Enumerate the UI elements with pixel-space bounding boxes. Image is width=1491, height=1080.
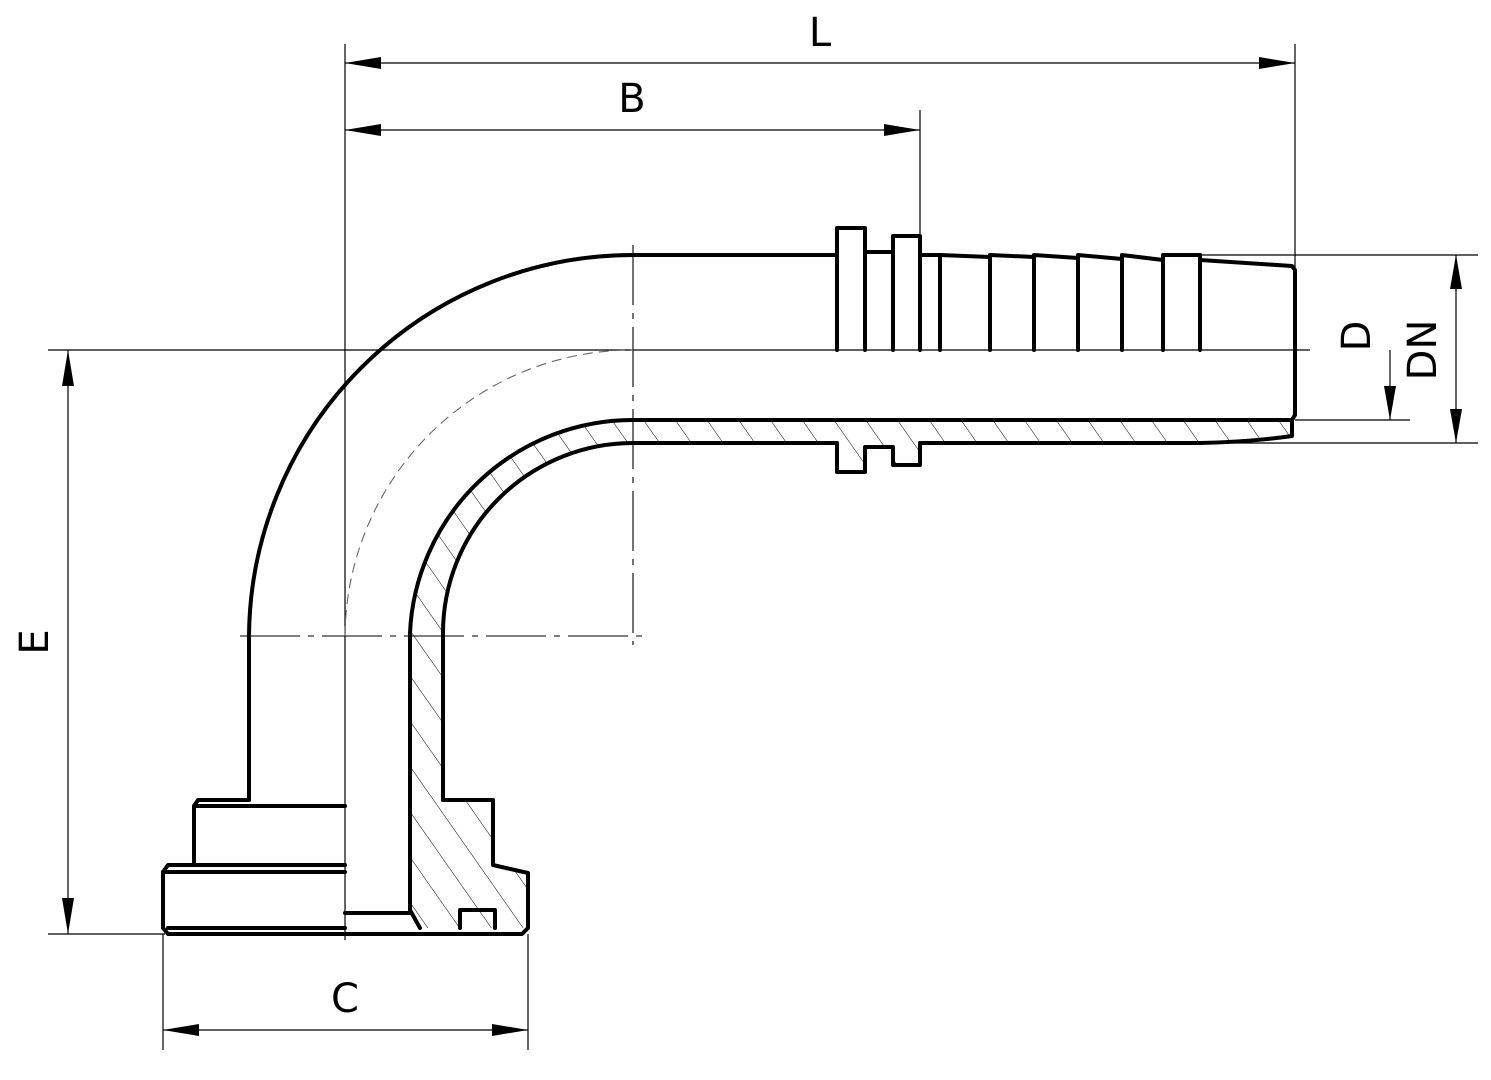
bend-centerline-arc [344,349,634,637]
flange-left-outline [161,798,347,936]
arrow-head [345,57,381,69]
flange-chamfer [408,908,422,930]
dimension-b: B [345,76,921,244]
inner-wall-contour [441,441,839,802]
arrow-head [345,124,381,136]
label-e: E [12,629,58,654]
dimension-d-dn: D DN [1200,254,1478,444]
arrow-head [62,898,74,934]
dimension-e: E [12,349,1310,935]
arrow-head [163,1024,199,1036]
section-hatching [410,419,1292,928]
o-ring-groove [458,908,497,930]
label-c: C [331,976,359,1022]
dimension-l: L [344,10,1296,940]
fitting-outline [161,226,1297,936]
label-d: D [1334,321,1380,352]
outer-bend-contour [247,253,839,802]
dimension-c: C [162,934,529,1050]
collars-bottom [835,441,922,474]
bore-contour [408,417,1294,912]
hatched-wall [410,419,1292,928]
arrow-head [62,350,74,386]
flange-right-outline [343,798,530,936]
arrow-head [492,1024,528,1036]
label-b: B [618,76,645,122]
arrow-head [1259,57,1295,69]
barbed-tail-top [918,253,1297,422]
barbed-tail-bottom [918,418,1294,445]
collar-1-top [835,226,867,352]
label-l: L [809,10,832,56]
collar-2-top [891,234,922,352]
arrow-head [1384,386,1396,420]
arrow-head [884,124,920,136]
arrow-head [1450,255,1462,289]
label-dn: DN [1400,320,1446,381]
arrow-head [1450,409,1462,443]
